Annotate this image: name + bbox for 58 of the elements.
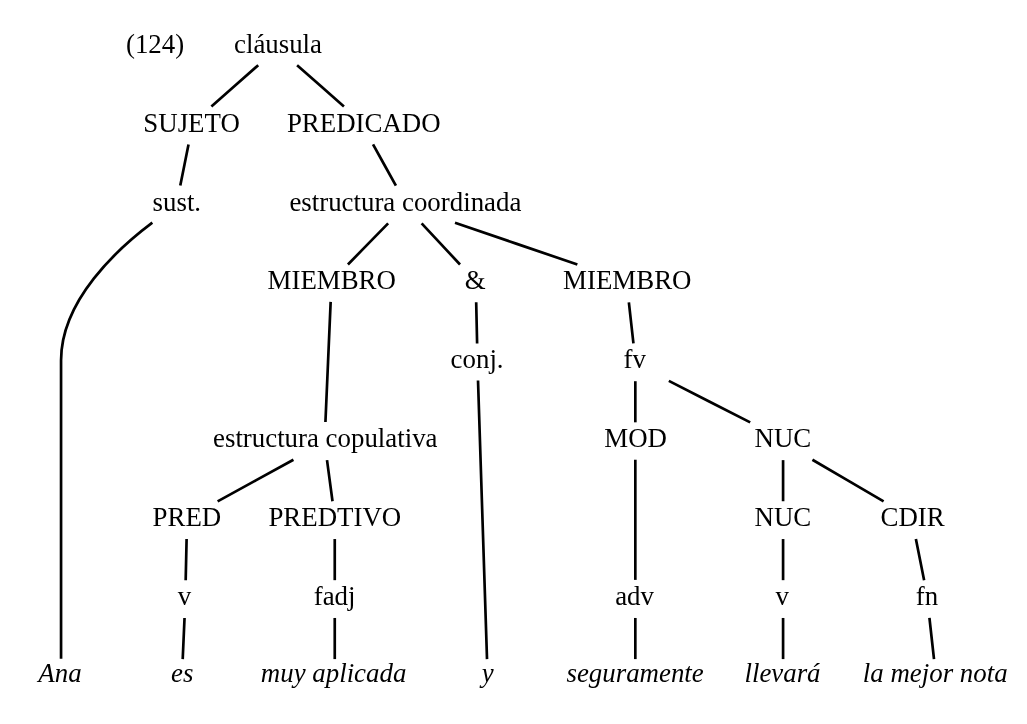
node-text: conj. bbox=[450, 344, 504, 375]
connector bbox=[781, 539, 784, 581]
connector bbox=[59, 221, 153, 659]
connector bbox=[627, 302, 635, 344]
connector bbox=[927, 617, 935, 660]
connector bbox=[180, 617, 186, 660]
connector bbox=[454, 221, 578, 266]
connector bbox=[633, 617, 637, 660]
node-text: y bbox=[481, 658, 494, 689]
node-text: seguramente bbox=[565, 658, 704, 689]
node-text: PRED bbox=[152, 502, 221, 533]
node-text: muy aplicada bbox=[260, 658, 406, 689]
connector bbox=[781, 460, 784, 502]
node-text: v bbox=[775, 581, 789, 612]
label: (124) bbox=[125, 28, 184, 59]
node-text: NUC bbox=[754, 502, 811, 533]
connector bbox=[216, 458, 294, 503]
connector bbox=[781, 617, 784, 660]
node-text: es bbox=[170, 658, 193, 689]
node-text: MIEMBRO bbox=[562, 265, 691, 296]
connector bbox=[633, 381, 637, 423]
connector bbox=[332, 539, 336, 581]
connector bbox=[420, 222, 461, 266]
connector bbox=[332, 617, 336, 660]
connector bbox=[178, 144, 190, 186]
connector bbox=[183, 539, 188, 581]
connector bbox=[346, 222, 389, 266]
node-text: SUJETO bbox=[142, 107, 240, 138]
connector bbox=[323, 301, 332, 423]
connector bbox=[325, 459, 334, 502]
node-text: la mejor nota bbox=[862, 658, 1008, 689]
node-text: Ana bbox=[37, 658, 82, 689]
node-text: fn bbox=[915, 581, 938, 612]
node-text: v bbox=[177, 581, 191, 612]
connector bbox=[476, 380, 488, 660]
node-text: sust. bbox=[152, 186, 201, 217]
connector bbox=[295, 64, 345, 108]
connector bbox=[474, 302, 478, 344]
connector bbox=[633, 459, 637, 580]
node-text: CDIR bbox=[879, 502, 945, 533]
node-text: fv bbox=[623, 344, 646, 375]
node-text: PREDICADO bbox=[286, 107, 441, 138]
connector bbox=[210, 64, 259, 108]
node-text: cláusula bbox=[233, 28, 322, 59]
node-text: MOD bbox=[603, 423, 667, 454]
node-text: estructura coordinada bbox=[288, 186, 521, 217]
node-text: & bbox=[464, 265, 486, 296]
node-text: adv bbox=[614, 581, 654, 612]
connector bbox=[914, 538, 925, 581]
connector bbox=[811, 458, 884, 503]
connector bbox=[371, 143, 397, 187]
node-text: NUC bbox=[754, 423, 811, 454]
node-text: MIEMBRO bbox=[267, 265, 396, 296]
connector bbox=[667, 379, 751, 424]
node-text: fadj bbox=[313, 581, 356, 612]
node-text: estructura copulativa bbox=[212, 423, 437, 454]
node-text: llevará bbox=[743, 658, 821, 689]
node-text: PREDTIVO bbox=[267, 502, 401, 533]
